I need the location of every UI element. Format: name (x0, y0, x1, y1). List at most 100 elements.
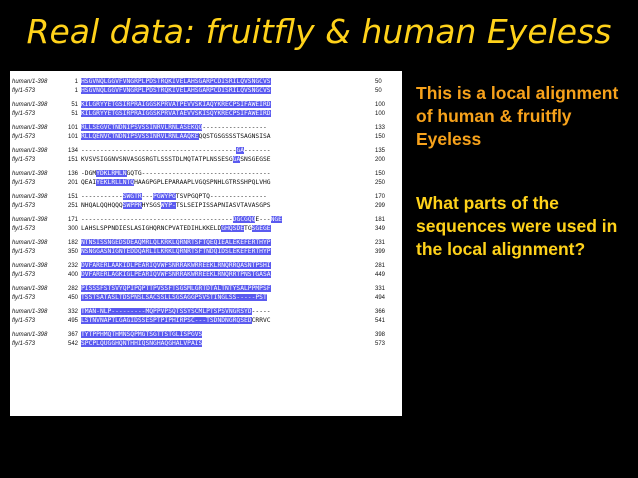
sequence-residues: TYTPPHMQTHMNSQPMGTSGTTSTGLISPGVS (81, 330, 372, 339)
end-position: 50 (375, 79, 382, 85)
sequence-residues: HSGVNQLGGVFVNGRPLPDSTRQKIVELAHSGARPCDISR… (81, 86, 372, 95)
start-position: 51 (71, 111, 78, 117)
sequence-name: fly/1-573 (12, 111, 36, 117)
sequence-name: fly/1-573 (12, 249, 36, 255)
aligned-segment: TSSTSATASLTDSPNSLSACSSLLSGSAGGPSVSTINGLS… (81, 294, 267, 301)
sequence-residues: ----------------------------------------… (81, 216, 282, 223)
end-position: 573 (375, 341, 386, 347)
aligned-segment: GA (232, 156, 241, 163)
aligned-segment: SWGTR (122, 193, 142, 200)
end-position: 250 (375, 180, 386, 186)
end-position: 231 (375, 240, 386, 246)
end-position: 449 (375, 272, 386, 278)
sequence-name: human/1-398 (12, 309, 48, 315)
sequence-name: fly/1-573 (12, 318, 36, 324)
sequence-residues: RLLSEGVCTNDNIPSVSSINRVLRNLASEKQQ--------… (81, 124, 267, 131)
sequence-residues: SPCPLQUGGHQNTHHIQSNGHAQGHALVPAIS (81, 339, 372, 348)
start-position: 232 (67, 263, 78, 269)
sequence-residues: DVFARERLAAKIDLPEARIQVWFSNRRAKWRREEKLRNQR… (81, 261, 372, 270)
sequence-residues: KILGRYYETGSIRPRAIGGSKPRVATPEVVSKIAQYKREC… (81, 100, 372, 109)
end-position: 399 (375, 249, 386, 255)
aligned-segment: HSGVNQLGGVFVNGRPLPDSTRQKIVELAHSGARPCDISR… (81, 87, 271, 94)
end-position: 100 (375, 102, 386, 108)
sequence-residues: RLLQENVCTNDNIPSVSSINRVLRNLAAQKEQQSTGSGSS… (81, 133, 271, 140)
sequence-name: fly/1-573 (12, 295, 36, 301)
end-position: 299 (375, 203, 386, 209)
sequence-name: human/1-398 (12, 79, 48, 85)
end-position: 281 (375, 263, 386, 269)
sequence-residues: ----------------------------------------… (81, 147, 271, 154)
end-position: 150 (375, 134, 386, 140)
alignment-block: human/1-398 171--------------------------… (12, 215, 398, 233)
aligned-segment: SGEGE (251, 225, 271, 232)
start-position: 136 (67, 171, 78, 177)
start-position: 151 (67, 157, 78, 163)
aligned-segment: PGWYPG (153, 193, 176, 200)
aligned-segment: TYTPPHMQTHMNSQPMGTSGTTSTGLISPGVS (81, 331, 203, 338)
sequence-name: fly/1-573 (12, 203, 36, 209)
aligned-segment: TMAN-NLP---------MQPPVPSQTSSYSCMLPTSPSVN… (81, 308, 252, 315)
start-position: 1 (74, 88, 78, 94)
start-position: 542 (67, 341, 78, 347)
sequence-name: fly/1-573 (12, 88, 36, 94)
start-position: 171 (67, 217, 78, 223)
end-position: 349 (375, 226, 386, 232)
sequence-name: human/1-398 (12, 263, 48, 269)
sequence-residues: QEAIYEKLRLLNTQHAAGPGPLEPARAAPLVGQSPNHLGT… (81, 179, 271, 186)
start-position: 282 (67, 286, 78, 292)
aligned-segment: NGE (270, 216, 282, 223)
start-position: 101 (67, 125, 78, 131)
sequence-residues: KVSVSIGGNVSNVASGSRGTLSSSTDLMQTATPLNSSESG… (81, 156, 271, 163)
end-position: 200 (375, 157, 386, 163)
start-position: 300 (67, 226, 78, 232)
sequence-name: human/1-398 (12, 217, 48, 223)
end-position: 541 (375, 318, 386, 324)
sequence-name: fly/1-573 (12, 134, 36, 140)
start-position: 134 (67, 148, 78, 154)
start-position: 332 (67, 309, 78, 315)
aligned-segment: NSNGGASNIGNTEDDQARLILKRKLQRNRTSFTNDQIDSL… (81, 248, 271, 255)
aligned-segment: LSTNVNAPTLGAGIDSSESPTPIPHIRPSC---TSDNDNG… (81, 317, 252, 324)
sequence-name: fly/1-573 (12, 226, 36, 232)
aligned-segment: PISSSFSTSVYQPIPQPTTPVSSFTSGSMLGRTDTALTNT… (81, 285, 271, 292)
sequence-name: human/1-398 (12, 240, 48, 246)
description-text: This is a local alignment of human & fru… (416, 83, 619, 149)
sequence-residues: NTNSISSNGEDSDEAQMRLQLKRKLQRNRTSFTQEQIEAL… (81, 238, 372, 247)
sequence-name: human/1-398 (12, 125, 48, 131)
sequence-name: human/1-398 (12, 332, 48, 338)
sequence-residues: -----------SWGTR---PGWYPGTSVPGQPTQ------… (81, 193, 267, 200)
aligned-segment: SWPPR (122, 202, 142, 209)
slide-title: Real data: fruitfly & human Eyeless (26, 12, 612, 51)
end-position: 135 (375, 148, 386, 154)
sequence-name: human/1-398 (12, 286, 48, 292)
sequence-residues: HSGVNQLGGVFVNGRPLPDSTRQKIVELAHSGARPCDISR… (81, 77, 372, 86)
sequence-residues: TSSTSATASLTDSPNSLSACSSLLSGSAGGPSVSTINGLS… (81, 293, 372, 302)
sequence-name: human/1-398 (12, 194, 48, 200)
end-position: 366 (375, 309, 386, 315)
end-position: 331 (375, 286, 386, 292)
aligned-segment: DVFARERLAGKIGLPEARIQVWFSNRRAKWRREEKLRNQR… (81, 271, 271, 278)
sequence-residues: NHQALQQHQQQSWPPRHYSGSWYP-TSLSEIPISSAPNIA… (81, 202, 271, 209)
start-position: 101 (67, 134, 78, 140)
